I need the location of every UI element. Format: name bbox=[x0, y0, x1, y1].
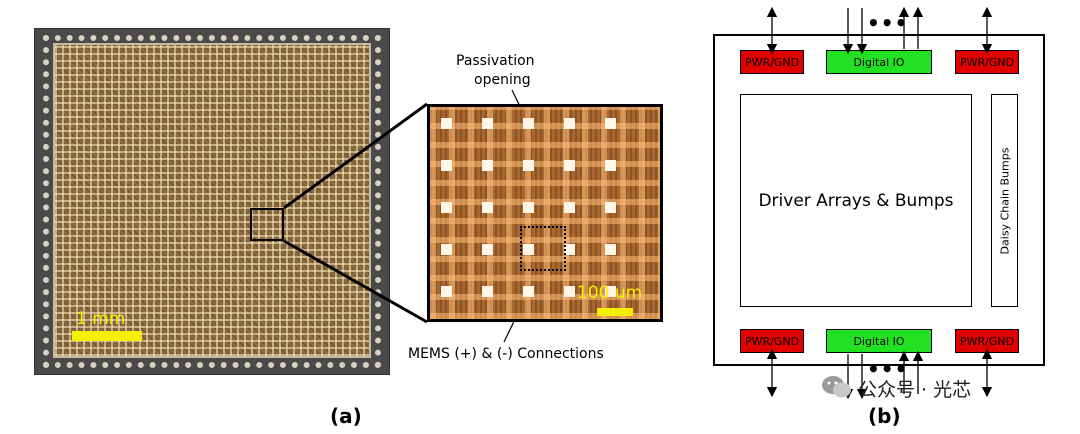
figure-label-a: (a) bbox=[330, 404, 362, 428]
passivation-pad bbox=[482, 244, 493, 255]
zoom-line-top bbox=[283, 102, 428, 210]
zoom-region-marker bbox=[250, 208, 284, 241]
wechat-icon bbox=[822, 376, 851, 398]
passivation-pad bbox=[605, 118, 616, 129]
passivation-pad bbox=[523, 160, 534, 171]
passivation-pad bbox=[441, 202, 452, 213]
die-pad-ring bbox=[43, 35, 381, 368]
ellipsis-top: ••• bbox=[867, 11, 909, 35]
die-photo bbox=[34, 28, 390, 375]
watermark-text: 公众号 · 光芯 bbox=[858, 379, 972, 401]
die-array bbox=[53, 43, 371, 358]
passivation-pad bbox=[523, 244, 534, 255]
zoomed-die-view bbox=[427, 104, 663, 322]
passivation-pad bbox=[605, 244, 616, 255]
driver-arrays-block: Driver Arrays & Bumps bbox=[740, 94, 972, 307]
passivation-pad bbox=[441, 286, 452, 297]
scale-bar-1mm bbox=[72, 331, 142, 341]
scale-bar-100um bbox=[597, 308, 633, 316]
passivation-pad bbox=[441, 244, 452, 255]
mems-connection-marker bbox=[520, 226, 566, 271]
passivation-pad bbox=[482, 160, 493, 171]
passivation-pad bbox=[482, 286, 493, 297]
passivation-pad bbox=[523, 202, 534, 213]
passivation-pad bbox=[441, 160, 452, 171]
figure-label-b: (b) bbox=[868, 404, 901, 428]
callout-mems-connections: MEMS (+) & (-) Connections bbox=[408, 346, 604, 362]
zoom-line-bottom bbox=[283, 239, 428, 324]
passivation-pad bbox=[523, 286, 534, 297]
digital-io-bottom: Digital IO bbox=[826, 329, 932, 353]
passivation-pad bbox=[564, 202, 575, 213]
passivation-pad bbox=[605, 286, 616, 297]
passivation-pad bbox=[564, 118, 575, 129]
passivation-pad bbox=[605, 202, 616, 213]
callout-passivation-line2: opening bbox=[474, 72, 531, 88]
daisy-chain-block: Daisy Chain Bumps bbox=[991, 94, 1018, 307]
passivation-pad bbox=[564, 244, 575, 255]
scale-label-1mm: 1 mm bbox=[76, 309, 126, 329]
passivation-pad bbox=[564, 286, 575, 297]
passivation-pads bbox=[427, 104, 663, 322]
passivation-pad bbox=[523, 118, 534, 129]
passivation-pad bbox=[482, 118, 493, 129]
passivation-pad bbox=[482, 202, 493, 213]
ellipsis-bottom: ••• bbox=[867, 357, 909, 381]
passivation-pad bbox=[605, 160, 616, 171]
callout-passivation-line1: Passivation bbox=[456, 53, 535, 69]
scale-label-100um: 100 um bbox=[577, 283, 643, 303]
passivation-pad bbox=[564, 160, 575, 171]
chip-outline bbox=[713, 34, 1045, 366]
passivation-pad bbox=[441, 118, 452, 129]
